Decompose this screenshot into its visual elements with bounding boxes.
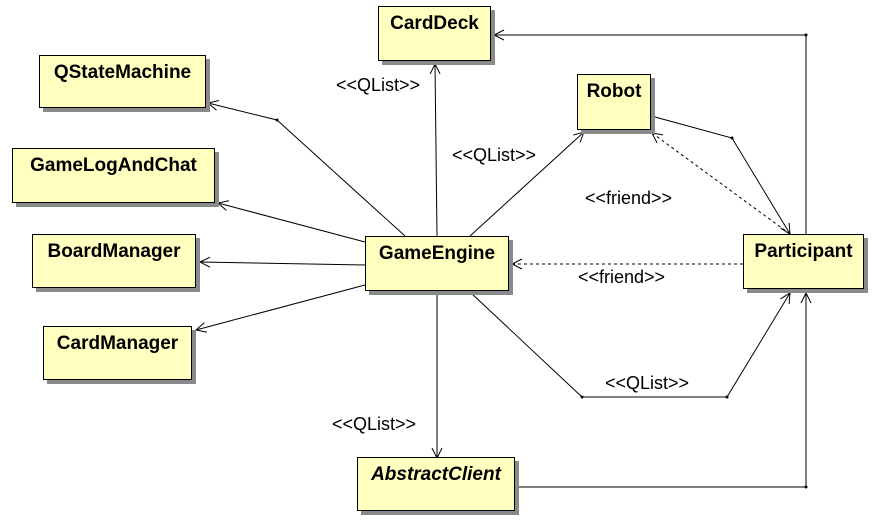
edge-engine-boardmanager bbox=[200, 262, 366, 265]
card-deck-class[interactable]: CardDeck bbox=[378, 6, 491, 61]
abstract-client-class[interactable]: AbstractClient bbox=[357, 457, 515, 511]
participant-class[interactable]: Participant bbox=[743, 234, 864, 289]
label-engine-robot: <<QList>> bbox=[452, 145, 537, 165]
game-engine-class[interactable]: GameEngine bbox=[365, 236, 509, 291]
edge-engine-cardmanager bbox=[196, 284, 366, 330]
edge-participant-robot-friend bbox=[652, 133, 791, 235]
edge-engine-participant bbox=[469, 291, 790, 398]
label-engine-carddeck: <<QList>> bbox=[336, 75, 421, 95]
game-log-and-chat-class[interactable]: GameLogAndChat bbox=[12, 148, 215, 203]
board-manager-class[interactable]: BoardManager bbox=[32, 234, 196, 288]
edge-engine-carddeck bbox=[435, 64, 437, 237]
robot-class[interactable]: Robot bbox=[577, 74, 651, 130]
label-robot-participant-friend: <<friend>> bbox=[585, 188, 673, 208]
qstate-machine-class[interactable]: QStateMachine bbox=[39, 55, 206, 108]
edge-engine-qstatemachine bbox=[208, 103, 406, 237]
card-manager-class[interactable]: CardManager bbox=[43, 326, 192, 380]
edge-robot-participant bbox=[654, 116, 790, 234]
edge-engine-robot bbox=[469, 132, 584, 237]
label-engine-abstractclient: <<QList>> bbox=[332, 414, 417, 434]
label-engine-participant: <<QList>> bbox=[605, 373, 690, 393]
label-participant-engine-friend: <<friend>> bbox=[578, 267, 666, 287]
edge-engine-gamelog bbox=[218, 203, 366, 243]
